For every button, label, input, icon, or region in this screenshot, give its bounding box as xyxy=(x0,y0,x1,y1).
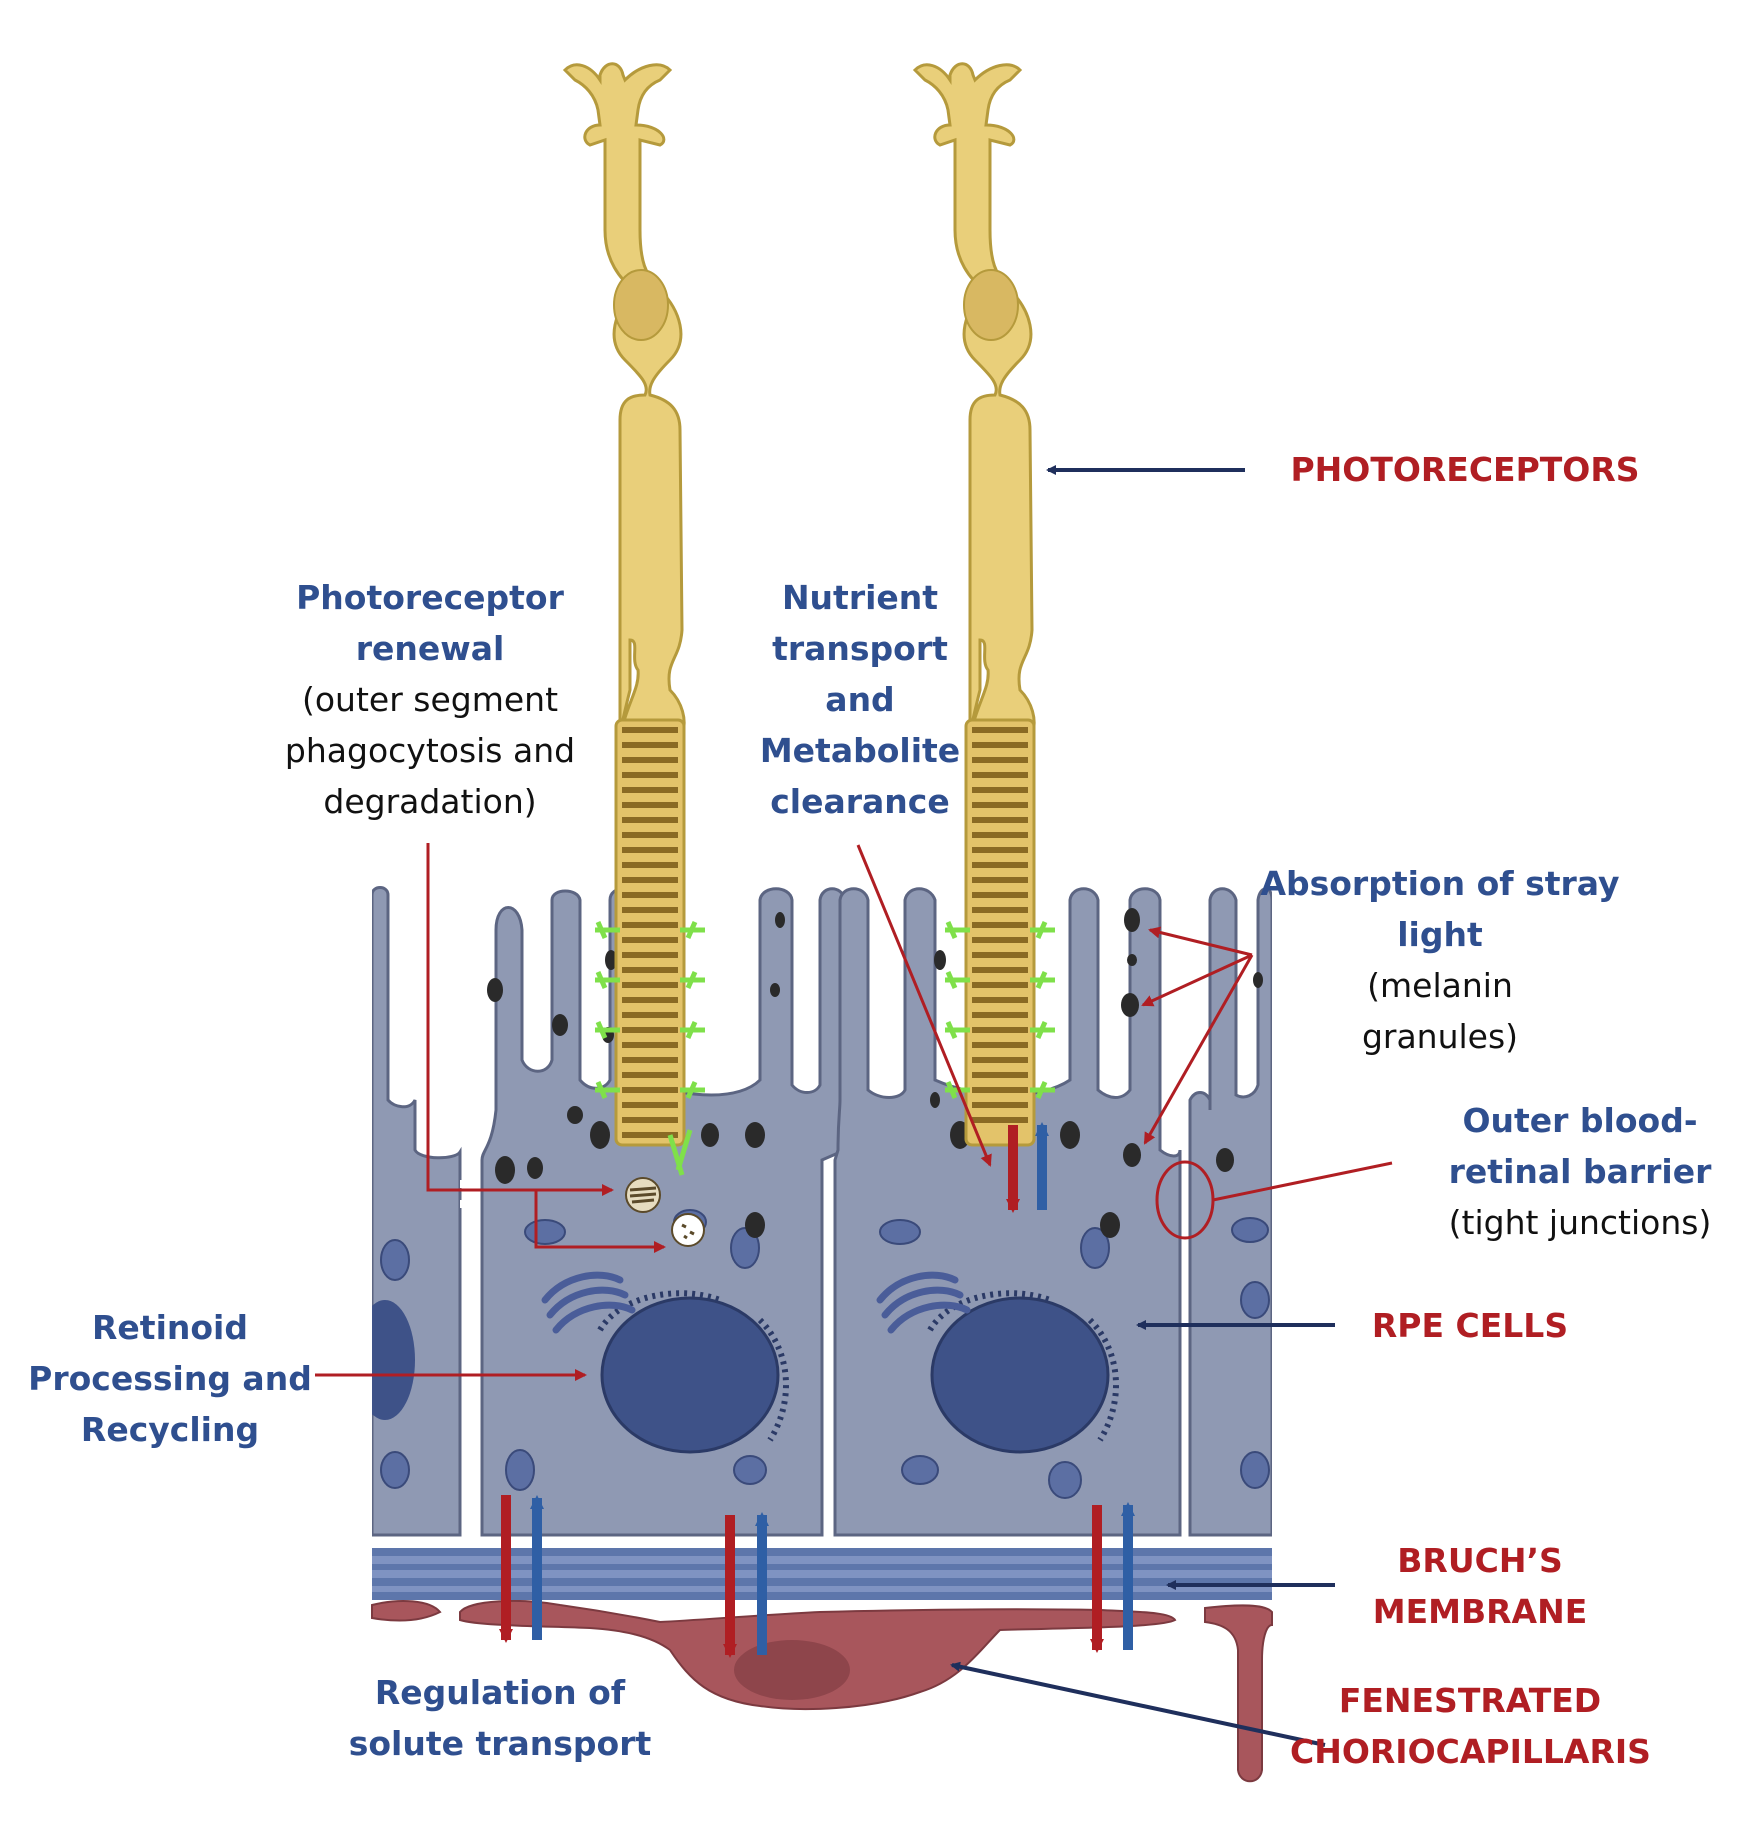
barrier-detail: (tight junctions) xyxy=(1448,1203,1712,1242)
nucleus xyxy=(372,1290,1119,1454)
nutrient-line-1: Nutrient xyxy=(781,578,939,617)
label-rpe-cells: RPE CELLS xyxy=(1330,1300,1610,1351)
retinoid-line-2: Processing and xyxy=(28,1359,312,1398)
photoreceptor-left xyxy=(562,62,705,1176)
solute-line-2: solute transport xyxy=(348,1724,652,1763)
bruchs-membrane xyxy=(372,1548,1272,1600)
label-outer-barrier: Outer blood- retinal barrier (tight junc… xyxy=(1420,1095,1740,1248)
phagosome xyxy=(625,1177,705,1247)
stray-detail-1: (melanin xyxy=(1367,966,1513,1005)
label-solute-transport: Regulation of solute transport xyxy=(330,1667,670,1769)
solute-line-1: Regulation of xyxy=(374,1673,626,1712)
label-photoreceptor-renewal: Photoreceptor renewal (outer segment pha… xyxy=(250,572,610,827)
photoreceptor-right xyxy=(912,62,1055,1147)
retinoid-line-3: Recycling xyxy=(80,1410,260,1449)
rpe-cells-text: RPE CELLS xyxy=(1371,1306,1569,1345)
retinoid-line-1: Retinoid xyxy=(92,1308,248,1347)
chorio-line-2: CHORIOCAPILLARIS xyxy=(1290,1732,1651,1771)
nutrient-line-3: and xyxy=(825,680,895,719)
label-stray-light: Absorption of stray light (melanin granu… xyxy=(1250,858,1630,1062)
renewal-title-1: Photoreceptor xyxy=(296,578,564,617)
pointer-arrows xyxy=(315,465,1393,1747)
stray-title-2: light xyxy=(1397,915,1483,954)
label-retinoid: Retinoid Processing and Recycling xyxy=(20,1302,320,1455)
label-nutrient-transport: Nutrient transport and Metabolite cleara… xyxy=(720,572,1000,827)
stray-title-1: Absorption of stray xyxy=(1260,864,1620,903)
label-bruchs-membrane: BRUCH’S MEMBRANE xyxy=(1340,1535,1620,1637)
nutrient-line-2: transport xyxy=(772,629,948,668)
label-photoreceptors: PHOTORECEPTORS xyxy=(1280,444,1650,495)
rpe-cells xyxy=(372,886,1272,1537)
renewal-detail-1: (outer segment xyxy=(301,680,559,719)
label-choriocapillaris: FENESTRATED CHORIOCAPILLARIS xyxy=(1290,1675,1651,1777)
nutrient-line-5: clearance xyxy=(770,782,950,821)
photoreceptors-text: PHOTORECEPTORS xyxy=(1290,450,1640,489)
nutrient-line-4: Metabolite xyxy=(759,731,961,770)
renewal-detail-3: degradation) xyxy=(323,782,537,821)
stray-detail-2: granules) xyxy=(1361,1017,1519,1056)
melanin-granules xyxy=(487,908,1263,1238)
bruchs-line-1: BRUCH’S xyxy=(1397,1541,1563,1580)
renewal-detail-2: phagocytosis and xyxy=(284,731,576,770)
renewal-title-2: renewal xyxy=(355,629,505,668)
bruchs-line-2: MEMBRANE xyxy=(1372,1592,1588,1631)
barrier-title-2: retinal barrier xyxy=(1448,1152,1712,1191)
barrier-title-1: Outer blood- xyxy=(1462,1101,1698,1140)
chorio-line-1: FENESTRATED xyxy=(1338,1681,1602,1720)
